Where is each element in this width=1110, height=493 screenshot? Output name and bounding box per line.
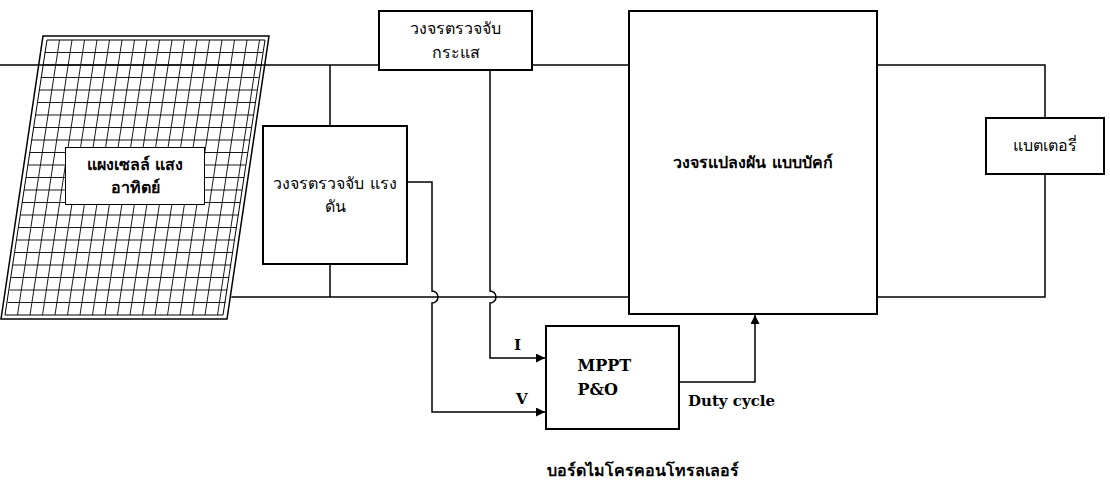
buck-converter-box: วงจรแปลงผัน แบบบัคก์ <box>628 10 878 315</box>
power-wire <box>231 296 628 298</box>
node-text: วงจรแปลงผัน แบบบัคก์ <box>667 149 839 176</box>
signal-label: V <box>514 390 530 408</box>
power-wire <box>878 175 1045 297</box>
node-text: วงจรตรวจจับ กระแส <box>381 15 530 65</box>
signal-arrow <box>408 182 545 412</box>
signal-label: I <box>512 336 523 354</box>
node-text: วงจรตรวจจับ แรงดัน <box>265 170 405 220</box>
current-sensor-box: วงจรตรวจจับ กระแส <box>378 10 533 71</box>
mppt-box: MPPT P&O <box>545 325 680 430</box>
voltage-sensor-box: วงจรตรวจจับ แรงดัน <box>262 125 408 265</box>
signal-arrow <box>490 71 545 358</box>
sense-wire <box>329 65 331 125</box>
battery-box: แบตเตอรี่ <box>985 117 1105 175</box>
power-wire <box>0 64 378 66</box>
board-caption: บอร์ดไมโครคอนโทรลเลอร์ <box>545 458 741 483</box>
node-text: MPPT P&O <box>572 352 654 402</box>
node-text: แผงเซลล์ แสงอาทิตย์ <box>65 147 205 205</box>
power-wire <box>878 65 1045 117</box>
node-text: แบตเตอรี่ <box>1007 132 1083 159</box>
solar-panel: แผงเซลล์ แสงอาทิตย์ <box>0 35 270 320</box>
power-wire <box>533 64 628 66</box>
signal-label: Duty cycle <box>686 392 777 410</box>
signal-arrow <box>680 315 755 382</box>
sense-wire <box>329 265 331 297</box>
